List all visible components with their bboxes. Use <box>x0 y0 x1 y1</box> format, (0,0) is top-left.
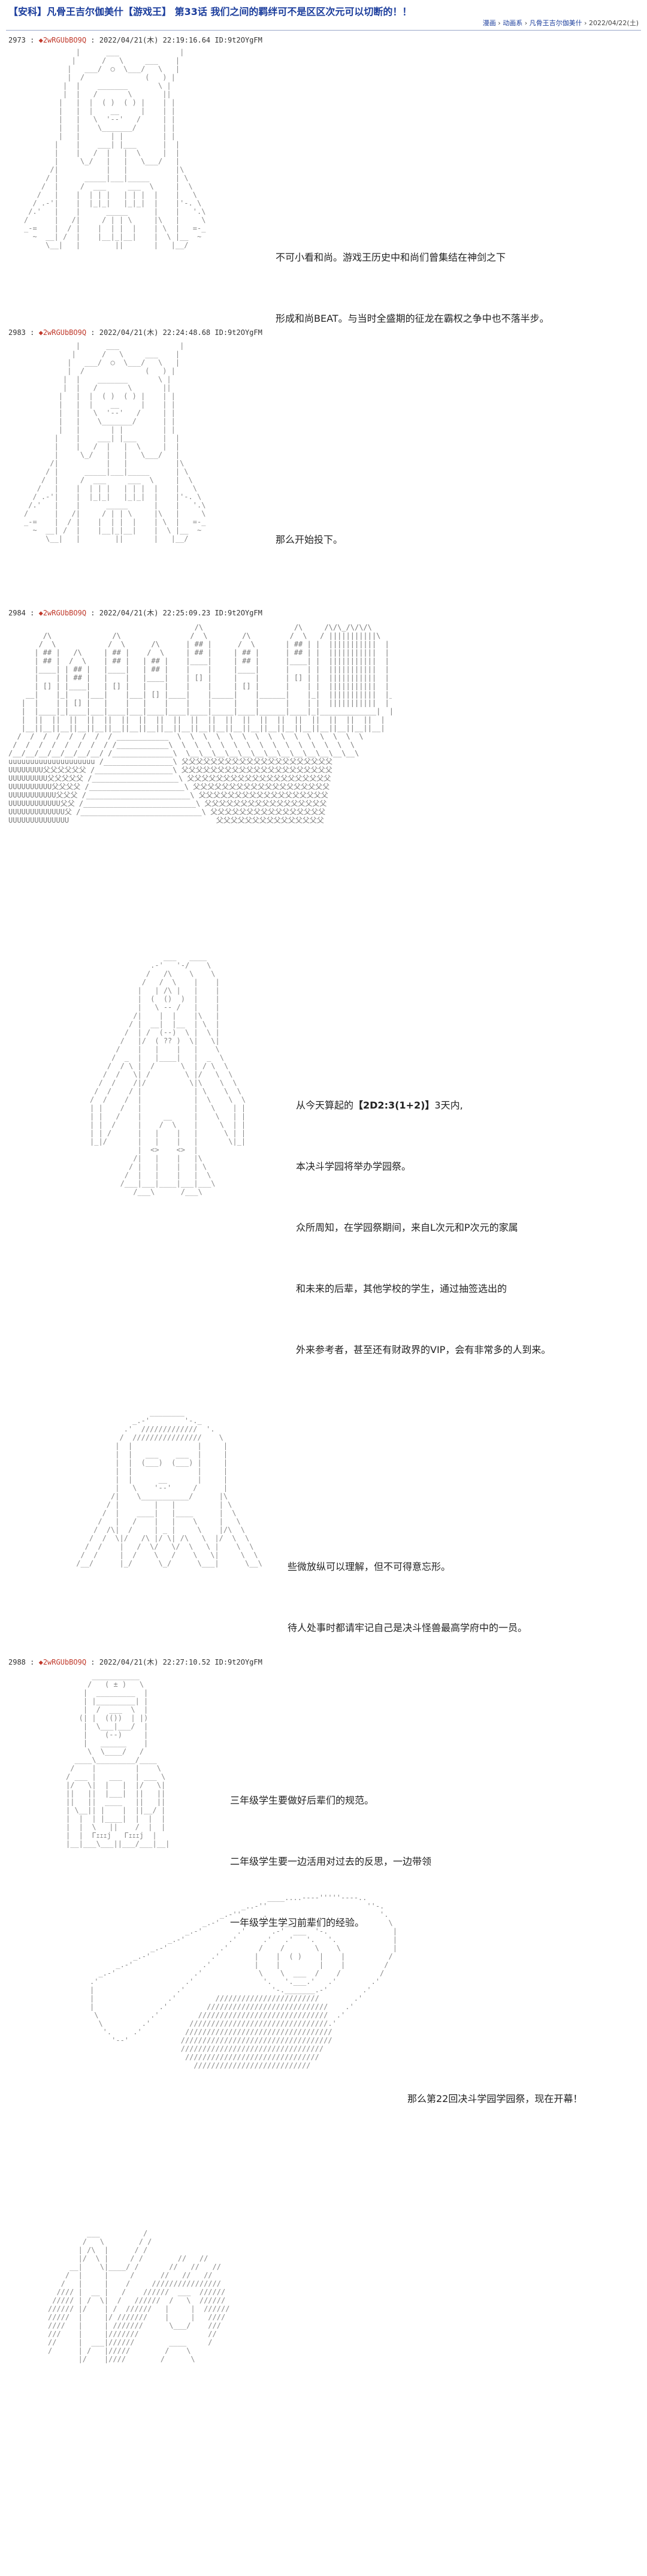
dialogue-line: 二年级学生要一边活用对过去的反思，一边带领 <box>230 1856 432 1867</box>
post-header: 2973 : ◆2wRGUbBO9Q : 2022/04/21(木) 22:19… <box>8 35 262 45</box>
post-date: 2022/04/21(木) 22:27:10.52 ID:9t2OYgFM <box>99 1658 262 1666</box>
breadcrumb-category-manga[interactable]: 漫画 <box>482 19 496 27</box>
dialogue-block: 三年级学生要做好后辈们的规范。 二年级学生要一边活用对过去的反思，一边带领 一年… <box>230 1750 431 1953</box>
post-separator: : <box>86 1658 99 1666</box>
ascii-art-academy-building: /\ /\ /\/\_/\/\/\ /\ /\ / \ /\ / \ / |||… <box>8 623 392 825</box>
post-number: 2983 <box>8 328 26 337</box>
post-separator: : <box>25 328 39 337</box>
ascii-art-monk: | ___ | | / \ ___ | | ___/ ○ \___/ \ | |… <box>24 48 206 249</box>
breadcrumb-series[interactable]: 凡骨王吉尔伽美什 <box>529 19 582 27</box>
dialogue-block: 那么开始投下。 <box>276 489 343 570</box>
post-date: 2022/04/21(木) 22:19:16.64 ID:9t2OYgFM <box>99 36 262 44</box>
post-date: 2022/04/21(木) 22:25:09.23 ID:9t2OYgFM <box>99 609 262 617</box>
dialogue-line: 从今天算起的【2D2:3(1+2)】3天内, <box>296 1100 463 1111</box>
dialogue-block: 不可小看和尚。游戏王历史中和尚们曾集结在神剑之下 形成和尚BEAT。与当时全盛期… <box>276 207 549 349</box>
post-date: 2022/04/21(木) 22:24:48.68 ID:9t2OYgFM <box>99 328 262 337</box>
post-separator: : <box>25 609 39 617</box>
header-divider <box>6 30 641 31</box>
post-author[interactable]: ◆2wRGUbBO9Q <box>38 328 87 337</box>
post-separator: : <box>86 328 99 337</box>
breadcrumb-sep: › <box>524 19 530 27</box>
post-number: 2984 <box>8 609 26 617</box>
breadcrumb-sep: › <box>584 19 589 27</box>
dialogue-line: 不可小看和尚。游戏王历史中和尚们曾集结在神剑之下 <box>276 252 506 263</box>
dialogue-block: 从今天算起的【2D2:3(1+2)】3天内, 本决斗学园将举办学园祭。 众所周知… <box>296 1055 551 1381</box>
post-number: 2988 <box>8 1658 26 1666</box>
post-author[interactable]: ◆2wRGUbBO9Q <box>38 1658 87 1666</box>
dialogue-line: 众所周知，在学园祭期间，来自L次元和P次元的家属 <box>296 1222 518 1233</box>
dice-roll-result: 【2D2:3(1+2)】 <box>353 1100 435 1111</box>
dialogue-line: 待人处事时都请牢记自己是决斗怪兽最高学府中的一员。 <box>288 1622 528 1633</box>
post-separator: : <box>25 1658 39 1666</box>
post-author[interactable]: ◆2wRGUbBO9Q <box>38 609 87 617</box>
ascii-art-principal: ___ ____ .-' '-/ \ / /\ \ \ / / \ | | | … <box>90 953 246 1196</box>
post-header: 2988 : ◆2wRGUbBO9Q : 2022/04/21(木) 22:27… <box>8 1657 262 1667</box>
dialogue-line: 和未来的后辈，其他学校的学生，通过抽签选出的 <box>296 1283 507 1294</box>
dialogue-line: 那么第22回决斗学园学园祭，现在开幕！ <box>407 2093 583 2104</box>
post-header: 2983 : ◆2wRGUbBO9Q : 2022/04/21(木) 22:24… <box>8 327 262 337</box>
post-author[interactable]: ◆2wRGUbBO9Q <box>38 36 87 44</box>
breadcrumb: 漫画 › 动画系 › 凡骨王吉尔伽美什 › 2022/04/22(土) <box>483 18 639 28</box>
post-number: 2973 <box>8 36 26 44</box>
dialogue-line: 一年级学生学习前辈们的经验。 <box>230 1917 365 1928</box>
ascii-art-festival-crowd: ___ / / \ / / | /\ | / / |/ \ | / / // /… <box>48 2229 230 2363</box>
breadcrumb-date: 2022/04/22(土) <box>589 19 639 27</box>
post-header: 2984 : ◆2wRGUbBO9Q : 2022/04/21(木) 22:25… <box>8 608 262 618</box>
page-title: 【安科】凡骨王吉尔伽美什【游戏王】 第33话 我们之间的羁绊可不是区区次元可以切… <box>8 6 412 17</box>
ascii-art-festival-character: ____....----'''''----.. _..-'' ''-. _.-'… <box>90 1894 397 2070</box>
ascii-art-monk: | ___ | | / \ ___ | | ___/ ○ \___/ \ | |… <box>24 342 206 543</box>
dialogue-line: 形成和尚BEAT。与当时全盛期的征龙在霸权之争中也不落半步。 <box>276 313 549 324</box>
dialogue-line: 那么开始投下。 <box>276 534 343 545</box>
post-separator: : <box>86 36 99 44</box>
breadcrumb-sep: › <box>498 19 503 27</box>
ascii-art-principal-closeup: ________ _.-' '-._ .' ///////////// '. /… <box>76 1408 262 1568</box>
post-separator: : <box>25 36 39 44</box>
breadcrumb-category-anime[interactable]: 动画系 <box>503 19 523 27</box>
ascii-art-teacher: ___________ / ( ± ) \ | _________ | | |_… <box>66 1672 170 1848</box>
dialogue-block: 些微放纵可以理解，但不可得意忘形。 待人处事时都请牢记自己是决斗怪兽最高学府中的… <box>288 1516 527 1659</box>
dialogue-line: 三年级学生要做好后辈们的规范。 <box>230 1795 374 1806</box>
dialogue-block: 那么第22回决斗学园学园祭，现在开幕！ <box>407 2048 582 2130</box>
post-separator: : <box>86 609 99 617</box>
dialogue-line: 本决斗学园将举办学园祭。 <box>296 1161 412 1172</box>
dialogue-line: 外来参考者，甚至还有财政界的VIP，会有非常多的人到来。 <box>296 1344 551 1355</box>
dialogue-line: 些微放纵可以理解，但不可得意忘形。 <box>288 1561 451 1572</box>
